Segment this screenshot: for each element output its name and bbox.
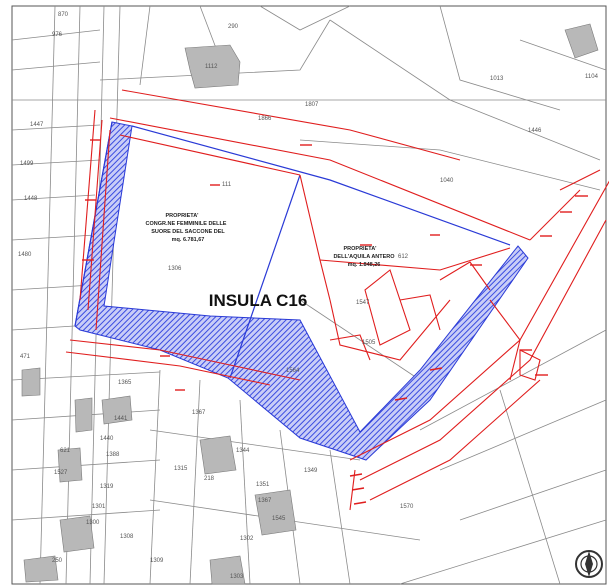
parcel-label: 1441 bbox=[114, 416, 128, 422]
note-line: PROPRIETA' bbox=[166, 213, 200, 219]
parcel-label: 111 bbox=[222, 182, 232, 188]
parcel-label: 471 bbox=[20, 354, 31, 360]
parcel-label: 1302 bbox=[240, 536, 254, 542]
parcel-numbers: 870 976 290 1112 1013 1104 1807 1866 144… bbox=[18, 12, 599, 580]
parcel-label: 1564 bbox=[286, 368, 300, 374]
parcel-label: 1388 bbox=[106, 452, 120, 458]
parcel-label: 1440 bbox=[100, 436, 114, 442]
red-boundaries bbox=[65, 89, 609, 511]
parcel-label: 1547 bbox=[356, 300, 370, 306]
parcel-label: 250 bbox=[52, 558, 63, 564]
parcel-label: 612 bbox=[398, 254, 409, 260]
parcel-label: 1807 bbox=[305, 102, 319, 108]
parcel-label: 1112 bbox=[205, 64, 218, 70]
parcel-label: 1300 bbox=[86, 520, 100, 526]
parcel-label: 1351 bbox=[256, 482, 270, 488]
parcel-label: 1319 bbox=[100, 484, 114, 490]
parcel-label: 1866 bbox=[258, 116, 272, 122]
parcel-label: 1367 bbox=[258, 498, 272, 504]
parcel-label: 290 bbox=[228, 24, 239, 30]
buildings bbox=[21, 23, 599, 585]
parcel-label: 1499 bbox=[20, 161, 34, 167]
hatched-strips bbox=[74, 121, 529, 461]
note-line: PROPRIETA' bbox=[344, 246, 378, 252]
map-title: INSULA C16 bbox=[209, 291, 308, 310]
parcel-label: 1303 bbox=[230, 574, 244, 580]
parcel-label: 1446 bbox=[528, 128, 542, 134]
parcel-label: 1013 bbox=[490, 76, 504, 82]
parcel-label: 1308 bbox=[120, 534, 134, 540]
note-line: SUORE DEL SACCONE DEL bbox=[151, 229, 225, 235]
parcel-label: 870 bbox=[58, 12, 69, 18]
parcel-label: 1365 bbox=[118, 380, 132, 386]
parcel-label: 1527 bbox=[54, 470, 68, 476]
parcel-label: 218 bbox=[204, 476, 215, 482]
ownership-note-1: PROPRIETA' CONGR.NE FEMMINILE DELLE SUOR… bbox=[146, 213, 227, 243]
note-line: DELL'AQUILA ANTERO bbox=[333, 254, 395, 260]
parcel-label: 1480 bbox=[18, 252, 32, 258]
parcel-label: 1367 bbox=[192, 410, 206, 416]
parcel-label: 1447 bbox=[30, 122, 44, 128]
parcel-label: 1349 bbox=[304, 468, 318, 474]
parcel-label: 1505 bbox=[362, 340, 376, 346]
parcel-label: 1040 bbox=[440, 178, 454, 184]
parcel-label: 1344 bbox=[236, 448, 250, 454]
note-line: mq. 6.781,67 bbox=[172, 237, 205, 243]
note-line: CONGR.NE FEMMINILE DELLE bbox=[146, 221, 227, 227]
parcel-label: 1104 bbox=[585, 74, 599, 80]
red-ticks bbox=[82, 139, 588, 505]
parcel-label: 976 bbox=[52, 32, 63, 38]
map-frame bbox=[11, 5, 607, 585]
parcel-label: 1315 bbox=[174, 466, 188, 472]
parcel-label: 1301 bbox=[92, 504, 106, 510]
parcel-label: 1570 bbox=[400, 504, 414, 510]
parcel-label: 621 bbox=[60, 448, 71, 454]
north-arrow-icon bbox=[575, 550, 603, 578]
parcel-label: 1545 bbox=[272, 516, 286, 522]
ownership-note-2: PROPRIETA' DELL'AQUILA ANTERO mq. 1.848,… bbox=[333, 246, 395, 268]
parcel-label: 1306 bbox=[168, 266, 182, 272]
parcel-label: 1309 bbox=[150, 558, 164, 564]
parcel-label: 1448 bbox=[24, 196, 38, 202]
cadastral-lines bbox=[11, 5, 607, 585]
note-line: mq. 1.848,26 bbox=[348, 262, 381, 268]
